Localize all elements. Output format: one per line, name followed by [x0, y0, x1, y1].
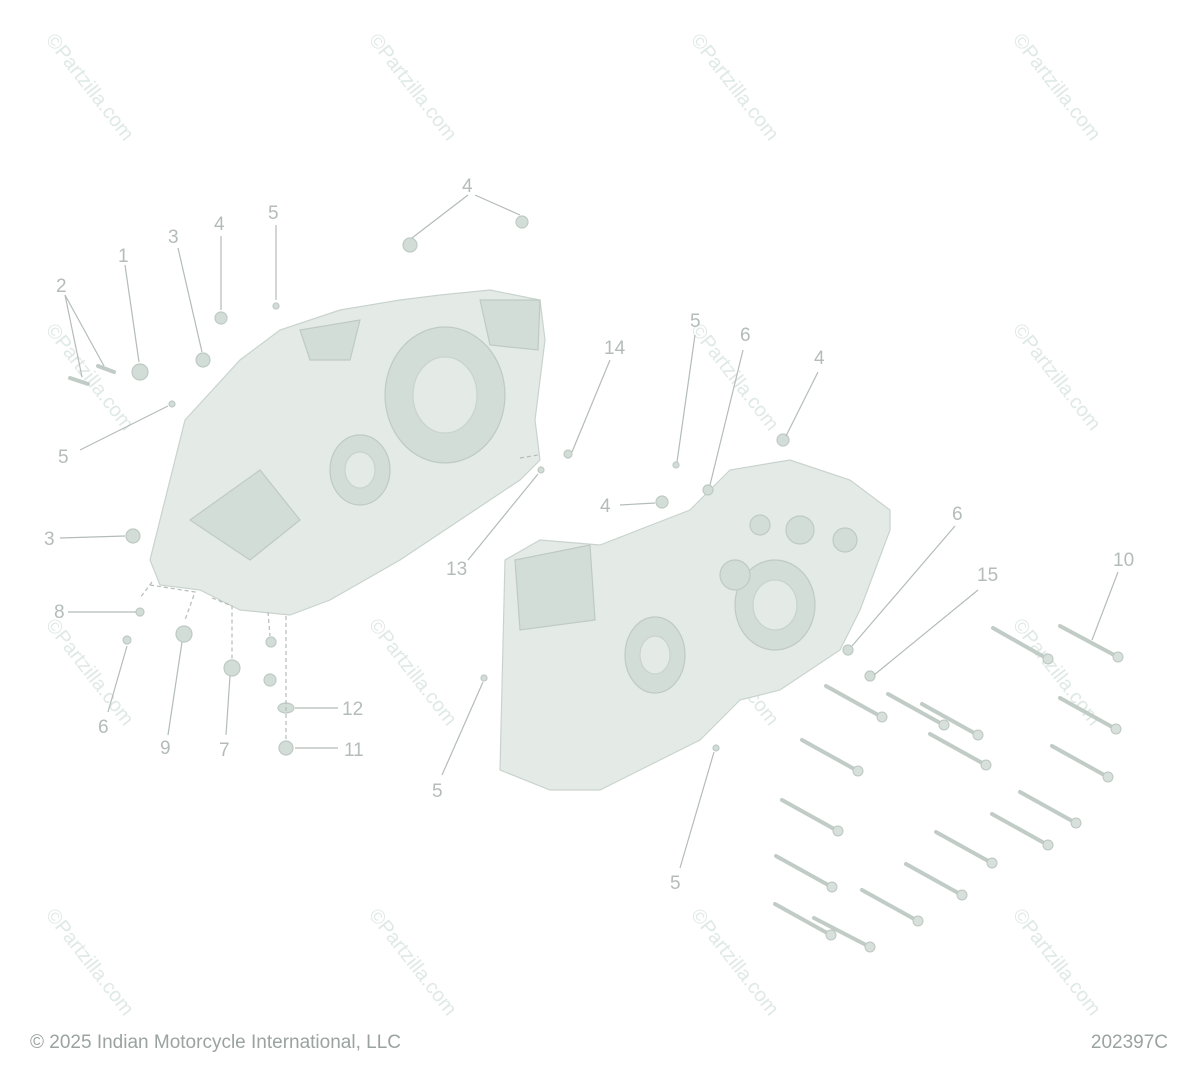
watermark: ©Partzilla.com	[364, 615, 461, 730]
watermark: ©Partzilla.com	[686, 905, 783, 1020]
watermark: ©Partzilla.com	[41, 615, 138, 730]
callout-5: 5	[432, 781, 443, 802]
callout-14: 14	[604, 338, 626, 359]
callout-4: 4	[462, 176, 473, 197]
callout-5: 5	[670, 873, 681, 894]
callout-8: 8	[54, 602, 65, 623]
callout-13: 13	[446, 559, 467, 580]
small-hardware	[68, 215, 876, 756]
leader-lines	[59, 194, 1119, 869]
callout-1: 1	[118, 246, 129, 267]
callout-10: 10	[1113, 550, 1134, 571]
callout-4: 4	[214, 214, 225, 235]
watermark: ©Partzilla.com	[686, 30, 783, 145]
callout-5: 5	[690, 311, 701, 332]
callout-6: 6	[98, 717, 109, 738]
watermark: ©Partzilla.com	[364, 905, 461, 1020]
callout-3: 3	[44, 529, 55, 550]
callout-5: 5	[58, 447, 69, 468]
callout-5: 5	[268, 203, 279, 224]
callout-2: 2	[56, 276, 67, 297]
watermark: ©Partzilla.com	[1008, 615, 1105, 730]
callout-6: 6	[952, 504, 963, 525]
callout-3: 3	[168, 227, 179, 248]
drawing-number: 202397C	[1090, 1032, 1168, 1053]
callout-12: 12	[342, 699, 363, 720]
watermark: ©Partzilla.com	[1008, 320, 1105, 435]
watermark: ©Partzilla.com	[41, 905, 138, 1020]
callout-4: 4	[814, 348, 825, 369]
callout-15: 15	[977, 565, 998, 586]
right-crankcase-half	[499, 459, 891, 791]
watermark: ©Partzilla.com	[686, 320, 783, 435]
watermark: ©Partzilla.com	[41, 320, 138, 435]
copyright-notice: © 2025 Indian Motorcycle International, …	[30, 1032, 401, 1053]
watermark: ©Partzilla.com	[41, 30, 138, 145]
left-crankcase-half	[149, 289, 546, 616]
callout-11: 11	[344, 740, 364, 761]
watermark: ©Partzilla.com	[364, 30, 461, 145]
callout-labels: 1 2 3 4 5 4 5 3 8 6 9 7 12 11 13 14 5 6 …	[44, 176, 1134, 894]
crankcase-bolts	[773, 624, 1124, 953]
callout-4: 4	[600, 496, 611, 517]
callout-6: 6	[740, 325, 751, 346]
callout-7: 7	[219, 740, 230, 761]
watermark: ©Partzilla.com	[1008, 30, 1105, 145]
callout-9: 9	[160, 738, 171, 759]
watermark: ©Partzilla.com	[1008, 905, 1105, 1020]
